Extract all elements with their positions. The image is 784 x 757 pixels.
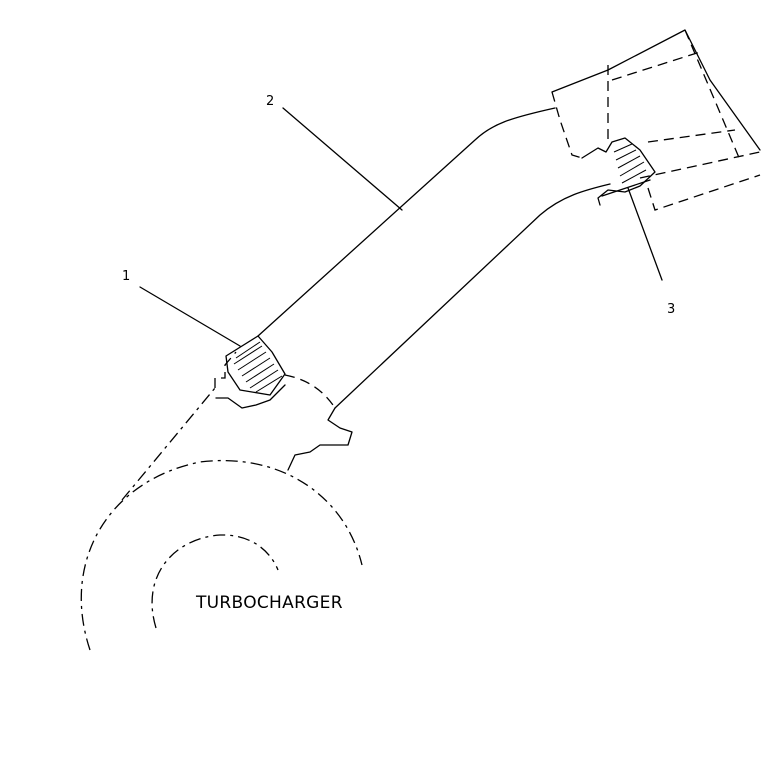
turbocharger-housing	[80, 387, 363, 651]
callout-3: 3	[667, 302, 675, 317]
callout-2: 2	[266, 94, 274, 109]
turbocharger-label: TURBOCHARGER	[195, 593, 343, 613]
leader-line-3	[627, 187, 663, 281]
lower-port-boss	[214, 351, 353, 471]
leader-lines	[139, 107, 663, 347]
fitting-3-threaded	[581, 137, 656, 206]
callout-1: 1	[122, 269, 130, 284]
fitting-1-threaded	[225, 335, 286, 396]
leader-line-2	[282, 107, 403, 211]
leader-line-1	[139, 286, 241, 347]
upper-component-housing	[551, 29, 761, 211]
oil-line-tube-2	[257, 107, 611, 409]
